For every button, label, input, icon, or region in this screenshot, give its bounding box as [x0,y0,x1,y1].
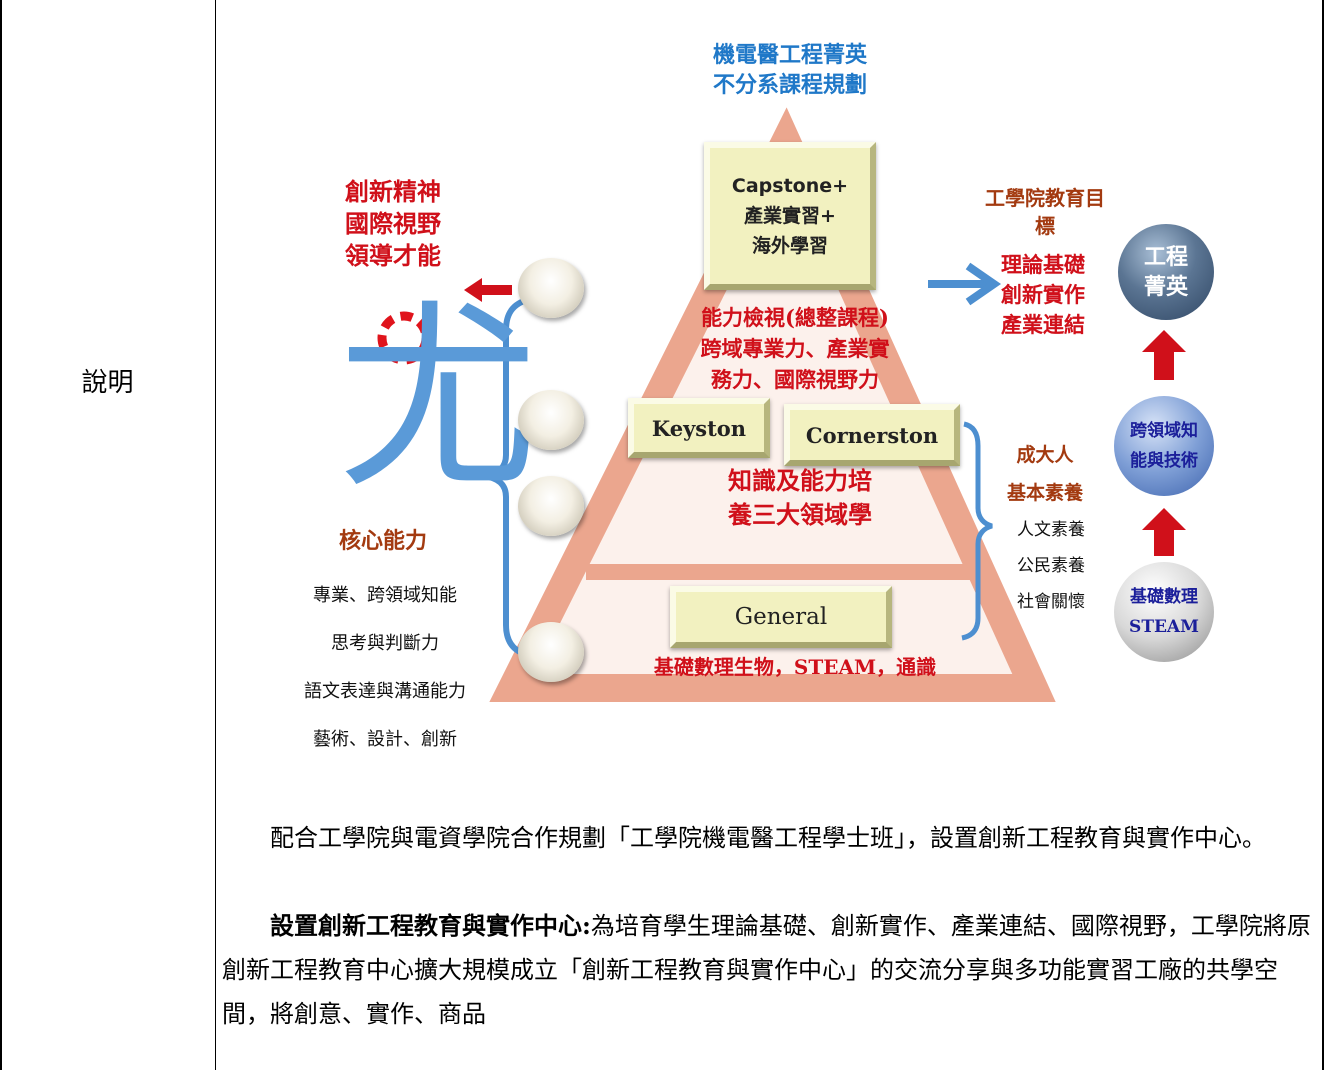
goal-item: 創新實作 [1001,282,1085,307]
orb-cross-domain: 跨領域知能與技術 [1114,396,1214,496]
red-arrow-left [464,278,512,302]
adult-item: 人文素養 [1017,520,1085,540]
goal-item: 產業連結 [1001,312,1085,337]
knowledge-text: 知識及能力培 養三大領域學 [728,466,872,529]
big-character: 尤 [338,283,539,516]
pearl-node [518,476,584,536]
pearl-node [518,258,584,318]
column-divider [215,0,216,1070]
core-item: 藝術、設計、創新 [313,729,457,750]
goal-title: 工學院教育目 標 [985,186,1105,238]
blue-arrow-right [928,262,1002,306]
left-bracket [483,295,535,659]
core-item: 語文表達與溝通能力 [304,681,466,702]
base-text: 基礎數理生物，STEAM，通識 [653,655,937,679]
paragraph-1: 配合工學院與電資學院合作規劃「工學院機電醫工程學士班」，設置創新工程教育與實作中… [270,824,1266,852]
sparkle-icon [377,311,431,365]
red-arrow-up-2 [1142,508,1186,556]
pearl-node [518,622,584,682]
general-box: General [670,586,892,648]
red-arrow-up-1 [1142,330,1186,380]
row-label: 說明 [81,367,134,398]
keyston-box: Keyston [628,398,770,458]
right-bracket [961,421,993,641]
capstone-box: Capstone+產業實習+海外學習 [704,142,876,290]
core-title: 核心能力 [338,528,427,554]
adult-item: 社會關懷 [1017,592,1085,612]
core-item: 思考與判斷力 [331,633,439,654]
goal-list: 理論基礎 創新實作 產業連結 [978,250,1108,340]
paragraph-2-bold: 設置創新工程教育與實作中心: [270,911,591,940]
goal-item: 理論基礎 [1001,252,1085,277]
ability-review-text: 能力檢視(總整課程) 跨域專業力、產業實 務力、國際視野力 [700,305,890,392]
cornerston-box: Cornerston [784,404,960,466]
adult-title: 成大人 基本素養 [1006,444,1083,504]
adult-list: 人文素養 公民素養 社會關懷 [996,512,1106,620]
paragraph-2: 設置創新工程教育與實作中心:為培育學生理論基礎、創新實作、產業連結、國際視野，工… [222,904,1312,1036]
pearl-node [518,390,584,450]
diagram-title: 機電醫工程菁英 不分系課程規劃 [712,42,867,98]
adult-item: 公民素養 [1017,556,1085,576]
left-goals: 創新精神 國際視野 領導才能 [345,177,441,270]
core-item: 專業、跨領域知能 [313,585,457,606]
core-list: 專業、跨領域知能 思考與判斷力 語文表達與溝通能力 藝術、設計、創新 [270,572,500,764]
orb-engineering-elite: 工程菁英 [1118,224,1214,320]
paragraph-2-text: 為培育學生理論基礎、創新實作、產業連結、國際視野，工學院將原創新工程教育中心擴大… [222,912,1311,1028]
